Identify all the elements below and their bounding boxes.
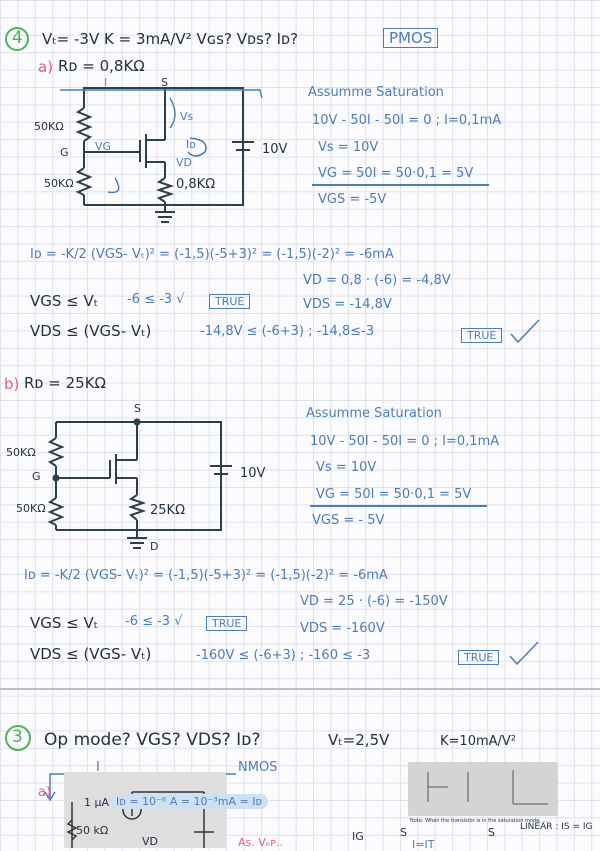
circuit-a-source: S [161, 76, 168, 89]
analysis-a-l3: VG = 50I = 50·0,1 = 5V [318, 166, 474, 181]
calc-a-vd: VD = 0,8 · (-6) = -4,8V [303, 273, 451, 288]
photo-s1: S [400, 826, 407, 839]
calc-b-vds: VDS = -160V [300, 621, 385, 636]
circuit-b [47, 418, 232, 549]
calc-a-cond2: VDS ≤ (VGS- Vₜ) [30, 322, 152, 340]
section-divider [0, 688, 600, 690]
part-b-rd: Rᴅ = 25KΩ [24, 374, 106, 392]
problem4-number: 4 [12, 28, 23, 48]
analysis-b-l1: 10V - 50I - 50I = 0 ; I=0,1mA [310, 434, 500, 449]
circuit-a-vd: VD [176, 156, 192, 169]
photo-s2: S [488, 826, 495, 839]
calc-a-cond1-badge: TRUE [209, 294, 251, 309]
reference-figure [408, 762, 558, 816]
problem3-type: NMOS [238, 760, 278, 775]
circuit-b-supply: 10V [240, 466, 266, 481]
pmos-badge: PMOS [383, 28, 439, 48]
analysis-b-l4: VGS = - 5V [312, 513, 385, 528]
calc-a-id: Iᴅ = -K/2 (VGS- Vₜ)² = (-1,5)(-5+3)² = (… [30, 247, 394, 262]
calc-b-cond1-badge: TRUE [206, 616, 248, 631]
analysis-b-title: Assumme Saturation [306, 406, 442, 421]
calc-a-vds: VDS = -14,8V [303, 297, 392, 312]
analysis-a-l1: 10V - 50I - 50I = 0 ; I=0,1mA [312, 113, 502, 128]
problem3-number-circle [5, 725, 31, 751]
circuit-a-current: I [104, 76, 108, 89]
problem3-number: 3 [12, 727, 23, 747]
check-a-icon [510, 319, 540, 344]
photo-assume: As. Vₒᴘ.. [238, 836, 284, 849]
reference-caption: Note: When the transistor is in the satu… [410, 818, 548, 824]
problem3-part-a: a) [38, 785, 52, 800]
reference-figure-drawing [427, 770, 548, 805]
circuit-b-rbot: 50KΩ [16, 502, 46, 515]
part-a-label: a) [38, 58, 54, 76]
circuit-a [60, 87, 263, 223]
photo-linear: LINEAR : IS = IG [520, 822, 593, 832]
photo-vd: VD [142, 835, 158, 848]
circuit-a-id: Iᴅ [186, 138, 196, 151]
circuit-a-gate: G [60, 146, 69, 159]
check-b-icon [509, 641, 539, 666]
analysis-a-l4: VGS = -5V [318, 192, 387, 207]
photo-r: 50 kΩ [76, 824, 109, 837]
photo-source: 1 μA [84, 796, 110, 809]
calc-a-cond1-val: -6 ≤ -3 √ [127, 292, 185, 307]
circuit-a-rbot: 50KΩ [44, 177, 74, 190]
calc-a-cond2-val: -14,8V ≤ (-6+3) ; -14,8≤-3 [200, 324, 375, 339]
circuit-b-gate: G [32, 470, 41, 483]
calc-a-cond2-badge: TRUE [461, 328, 503, 343]
calc-b-cond2: VDS ≤ (VGS- Vₜ) [30, 645, 152, 663]
analysis-b-l3: VG = 50I = 50·0,1 = 5V [316, 487, 472, 502]
photo-note: Iᴅ = 10⁻⁶ A = 10⁻³mA = Iᴅ [110, 794, 269, 809]
problem3-k: K=10mA/V² [440, 734, 517, 749]
circuit-a-vg: VG [95, 140, 112, 153]
problem4-header: Vₜ= -3V K = 3mA/V² Vɢs? Vᴅs? Iᴅ? [42, 30, 299, 48]
photo-it: I=IT [412, 838, 435, 851]
circuit-b-drain: D [150, 540, 159, 553]
circuit-b-rd: 25KΩ [150, 503, 186, 518]
circuit-photo-drawing [66, 791, 214, 848]
calc-b-cond1-val: -6 ≤ -3 √ [125, 614, 183, 629]
circuit-a-supply: 10V [262, 142, 288, 157]
part-a-rd: Rᴅ = 0,8KΩ [58, 57, 145, 75]
analysis-b-l2: Vs = 10V [316, 460, 377, 475]
calc-b-cond2-val: -160V ≤ (-6+3) ; -160 ≤ -3 [196, 648, 371, 663]
part-b-label: b) [4, 375, 20, 393]
problem3-current: I [96, 760, 100, 775]
circuit-a-vs: Vs [180, 110, 194, 123]
problem3-header: Op mode? VGS? VDS? Iᴅ? [44, 730, 261, 750]
circuit-a-rtop: 50KΩ [34, 120, 64, 133]
problem3-vt: Vₜ=2,5V [328, 731, 390, 749]
photo-ig: IG [352, 830, 364, 843]
analysis-a-rule [312, 184, 489, 186]
calc-b-cond2-badge: TRUE [458, 650, 500, 665]
calc-b-id: Iᴅ = -K/2 (VGS- Vₜ)² = (-1,5)(-5+3)² = (… [24, 568, 388, 583]
calc-b-cond1: VGS ≤ Vₜ [30, 614, 99, 632]
circuit-b-source: S [134, 402, 141, 415]
circuit-a-rd: 0,8KΩ [176, 177, 216, 192]
calc-b-vd: VD = 25 · (-6) = -150V [300, 594, 448, 609]
analysis-a-title: Assumme Saturation [308, 85, 444, 100]
calc-a-cond1: VGS ≤ Vₜ [30, 292, 99, 310]
analysis-a-l2: Vs = 10V [318, 140, 379, 155]
circuit-photo [64, 772, 226, 848]
circuit-b-rtop: 50KΩ [6, 446, 36, 459]
problem4-number-circle [5, 27, 29, 51]
analysis-b-rule [310, 505, 487, 507]
